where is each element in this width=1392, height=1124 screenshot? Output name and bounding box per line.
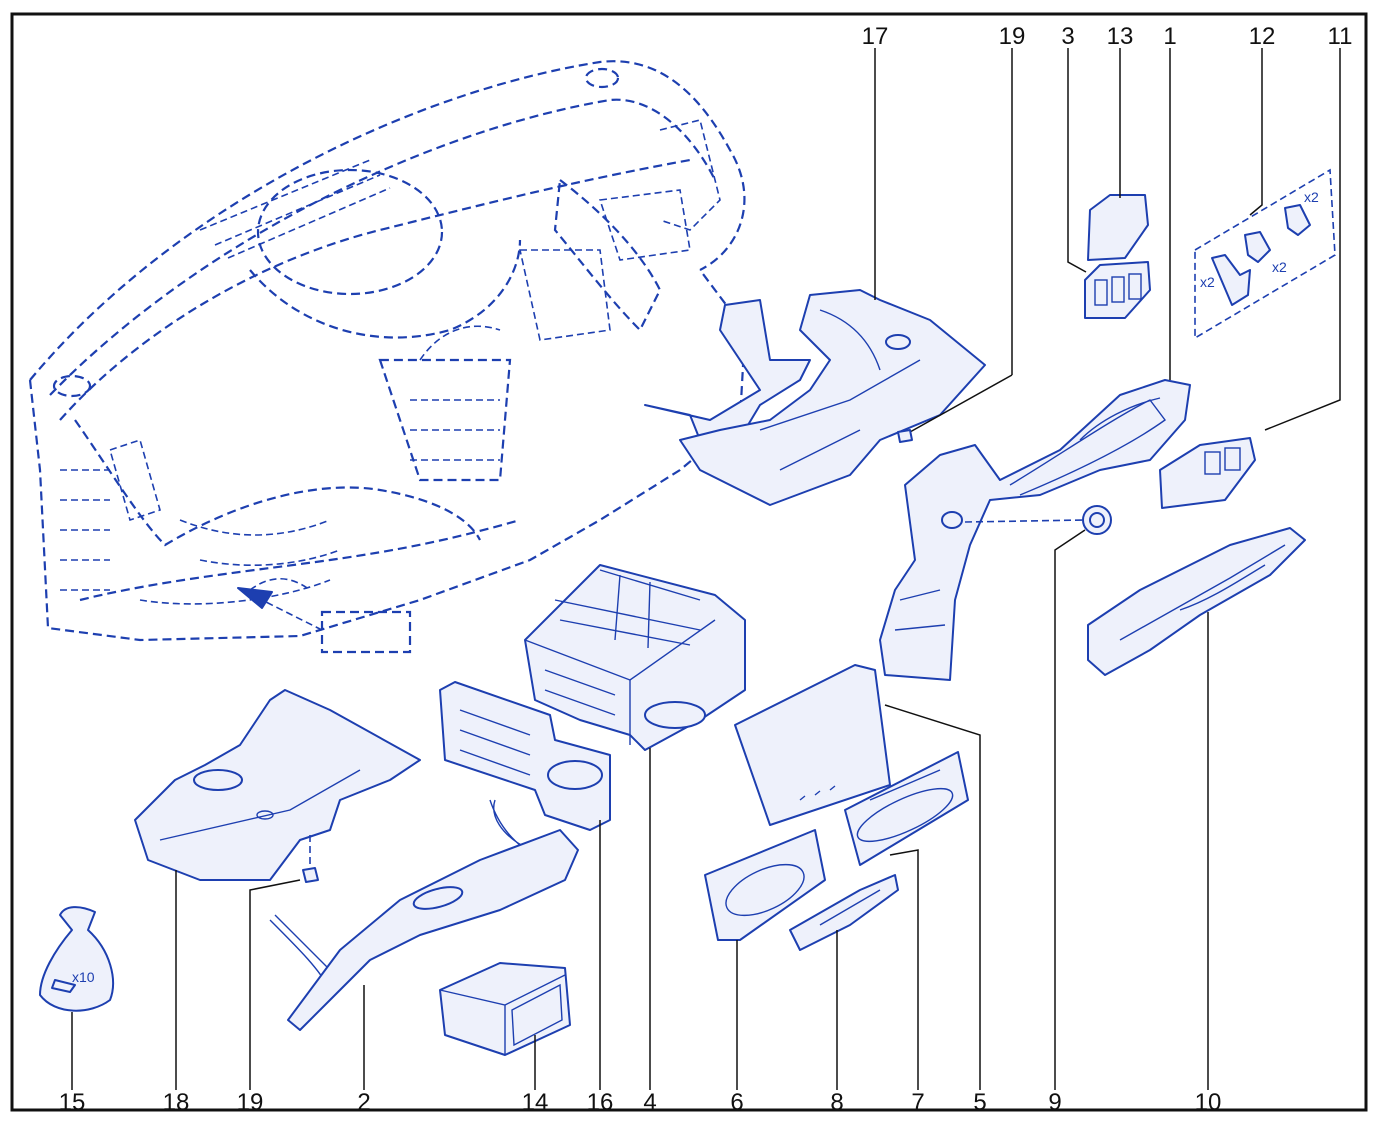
- part-4-centre-stack: [524, 564, 746, 751]
- part-18-shelf: [134, 689, 421, 881]
- callout-5: 5: [973, 1089, 986, 1116]
- qty-bag: x10: [72, 969, 95, 985]
- callout-3: 3: [1061, 23, 1074, 50]
- arrow-head: [237, 587, 273, 609]
- part-9-knob: [1082, 505, 1112, 535]
- qty-clip-a: x2: [1200, 274, 1215, 290]
- part-12-clip-set: [1194, 168, 1336, 340]
- part-7-vent-bezel: [844, 751, 969, 866]
- qty-clip-b: x2: [1272, 259, 1287, 275]
- callout-7: 7: [911, 1089, 924, 1116]
- callout-2: 2: [357, 1089, 370, 1116]
- callout-15: 15: [59, 1089, 86, 1116]
- callout-11: 11: [1328, 23, 1353, 50]
- callout-19-top: 19: [999, 23, 1026, 50]
- callout-14: 14: [522, 1089, 549, 1116]
- part-16-bezel: [439, 681, 611, 831]
- part-14-storage-tray: [439, 962, 571, 1056]
- part-17-floor-cover: [644, 289, 986, 506]
- callout-19-bottom: 19: [237, 1089, 264, 1116]
- callout-13: 13: [1107, 23, 1134, 50]
- callout-4: 4: [643, 1089, 656, 1116]
- part-19-screw-bottom: [302, 867, 319, 883]
- callout-labels-bottom: 15 18 19 2 14 16 4 6 8 7 5 9 10: [59, 1089, 1222, 1116]
- callout-10: 10: [1195, 1089, 1222, 1116]
- part-1-console-trim: [879, 379, 1191, 681]
- part-15-fastener-bag: [39, 906, 114, 1012]
- callout-1: 1: [1163, 23, 1176, 50]
- dashboard-outline: [28, 60, 747, 654]
- callout-17: 17: [862, 23, 889, 50]
- part-5-panel: [734, 664, 891, 826]
- callout-16: 16: [587, 1089, 614, 1116]
- part-2-lower-trim: [269, 799, 579, 1031]
- callout-labels-top: 17 19 3 13 1 12 11: [862, 23, 1353, 50]
- diagram-frame: [10, 12, 1368, 1112]
- part-13-cover: [1087, 194, 1149, 261]
- part-10-tray: [1087, 527, 1306, 676]
- callout-6: 6: [730, 1089, 743, 1116]
- part-11-switch-block: [1159, 437, 1256, 509]
- part-19-screw-top: [897, 429, 913, 443]
- qty-clip-c: x2: [1304, 189, 1319, 205]
- part-6-frame: [704, 829, 826, 941]
- callout-8: 8: [830, 1089, 843, 1116]
- callout-9: 9: [1048, 1089, 1061, 1116]
- part-3-switch-panel: [1084, 261, 1151, 319]
- callout-12: 12: [1249, 23, 1276, 50]
- part-8-handle: [789, 874, 899, 951]
- callout-18: 18: [163, 1089, 190, 1116]
